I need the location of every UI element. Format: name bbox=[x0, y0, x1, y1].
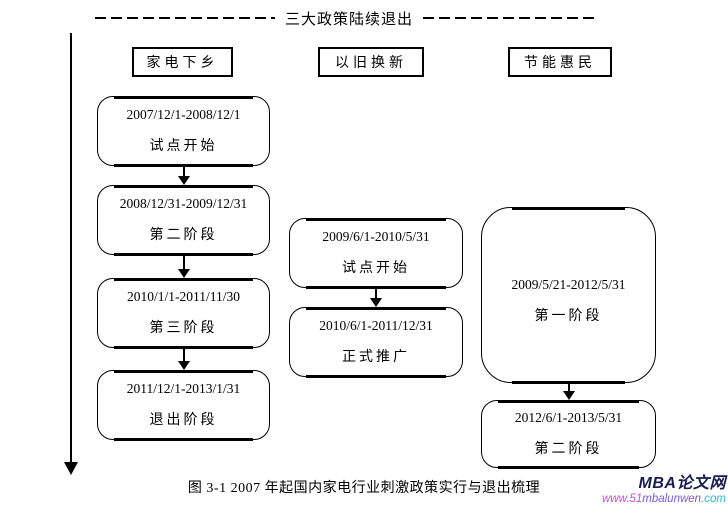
timeline-arrowhead-icon bbox=[64, 462, 78, 475]
stage-label: 退出阶段 bbox=[149, 413, 218, 428]
top-rule: 三大政策陆续退出 bbox=[95, 9, 595, 28]
stage-date: 2009/5/21-2012/5/31 bbox=[511, 277, 626, 292]
timeline-arrow bbox=[64, 33, 78, 475]
stage-label: 第二阶段 bbox=[534, 442, 603, 457]
stage-date: 2011/12/1-2013/1/31 bbox=[126, 381, 241, 396]
watermark-site-url: www.51mbalunwen.com bbox=[602, 493, 726, 505]
watermark-url-part: www.51 bbox=[601, 492, 643, 505]
column-header-energy-saving-benefit: 节能惠民 bbox=[508, 47, 612, 77]
down-arrow-icon bbox=[562, 384, 575, 400]
watermark-url-part: .com bbox=[701, 492, 726, 505]
stage-box-c1-s1: 2007/12/1-2008/12/1 试点开始 bbox=[97, 95, 270, 167]
stage-box-c2-s2: 2010/6/1-2011/12/31 正式推广 bbox=[289, 306, 463, 378]
stage-box-c2-s1: 2009/6/1-2010/5/31 试点开始 bbox=[289, 217, 463, 289]
diagram-title: 三大政策陆续退出 bbox=[284, 11, 413, 28]
stage-date: 2010/1/1-2011/11/30 bbox=[127, 289, 240, 304]
timeline-arrow-shaft bbox=[70, 33, 72, 462]
stage-label: 正式推广 bbox=[342, 350, 410, 365]
down-arrow-icon bbox=[177, 167, 190, 185]
watermark-site-name: MBA论文网 bbox=[638, 475, 726, 493]
stage-label: 试点开始 bbox=[342, 261, 410, 276]
stage-date: 2007/12/1-2008/12/1 bbox=[126, 107, 241, 122]
stage-box-c1-s4: 2011/12/1-2013/1/31 退出阶段 bbox=[97, 369, 270, 441]
stage-date: 2010/6/1-2011/12/31 bbox=[319, 318, 433, 333]
figure-caption: 图 3-1 2007 年起国内家电行业刺激政策实行与退出梳理 bbox=[187, 481, 541, 496]
stage-date: 2008/12/31-2009/12/31 bbox=[119, 196, 248, 211]
stage-date: 2012/6/1-2013/5/31 bbox=[514, 410, 623, 425]
stage-label: 第一阶段 bbox=[534, 309, 603, 324]
watermark: MBA论文网 www.51mbalunwen.com bbox=[602, 475, 726, 505]
dash-line-right bbox=[422, 17, 595, 19]
stage-date: 2009/6/1-2010/5/31 bbox=[322, 229, 430, 244]
down-arrow-icon bbox=[177, 349, 190, 370]
stage-box-c3-s1: 2009/5/21-2012/5/31 第一阶段 bbox=[481, 206, 656, 384]
down-arrow-icon bbox=[177, 256, 190, 278]
stage-label: 第二阶段 bbox=[149, 228, 218, 243]
stage-box-c3-s2: 2012/6/1-2013/5/31 第二阶段 bbox=[481, 399, 656, 469]
watermark-url-part: mbalunwen bbox=[642, 492, 702, 505]
stage-box-c1-s2: 2008/12/31-2009/12/31 第二阶段 bbox=[97, 184, 270, 256]
stage-box-c1-s3: 2010/1/1-2011/11/30 第三阶段 bbox=[97, 277, 270, 349]
down-arrow-icon bbox=[369, 289, 382, 307]
column-header-home-appliances-to-countryside: 家电下乡 bbox=[132, 47, 233, 77]
stage-label: 第三阶段 bbox=[149, 321, 218, 336]
column-header-trade-old-for-new: 以旧换新 bbox=[318, 47, 424, 77]
stage-label: 试点开始 bbox=[149, 139, 218, 154]
dash-line-left bbox=[95, 17, 275, 19]
